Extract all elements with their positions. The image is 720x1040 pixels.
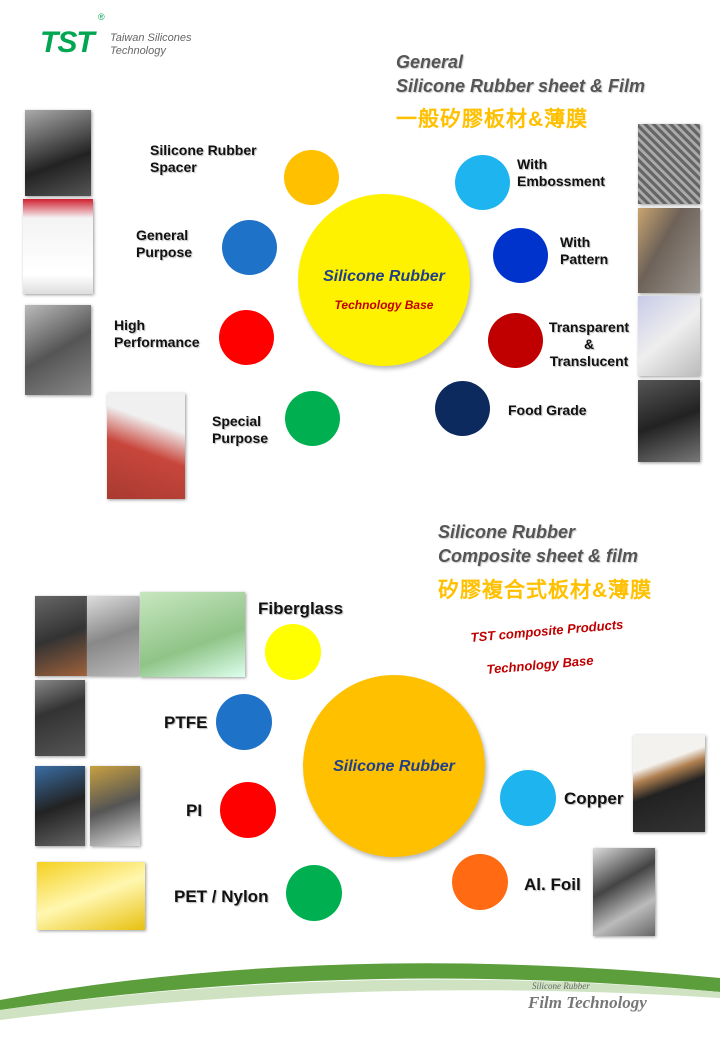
center-title-composite: Silicone Rubber [333, 758, 455, 775]
label-pi: PI [186, 801, 203, 820]
product-thumbnail-general [23, 199, 93, 294]
label-food-grade: Food Grade [508, 402, 587, 418]
center-title: Silicone Rubber [323, 268, 445, 285]
circle-food-grade [435, 381, 490, 436]
logo-mark: TST [40, 26, 95, 59]
section2-title-zh: 矽膠複合式板材&薄膜 [438, 579, 653, 602]
product-thumbnail-pi-2 [90, 766, 140, 846]
logo-registered: ® [98, 12, 105, 22]
logo-line1: Taiwan Silicones [110, 32, 192, 44]
circle-copper [500, 770, 556, 826]
product-thumbnail-spacer [25, 110, 91, 196]
composite-tag-line1: TST composite Products [470, 616, 624, 645]
logo-line2: Technology [110, 45, 166, 57]
label-al-foil: Al. Foil [524, 875, 581, 894]
product-thumbnail-al-foil [593, 848, 655, 936]
product-thumbnail-fiberglass-2 [87, 596, 139, 676]
footer-big: Film Technology [528, 993, 647, 1012]
label-high-performance: High Performance [114, 317, 200, 350]
section1-title-zh: 一般矽膠板材&薄膜 [396, 108, 589, 131]
product-thumbnail-pi-1 [35, 766, 85, 846]
circle-general [222, 220, 277, 275]
footer-swoosh [0, 963, 720, 1020]
circle-high-performance [219, 310, 274, 365]
label-fiberglass: Fiberglass [258, 599, 344, 618]
circle-ptfe [216, 694, 272, 750]
label-ptfe: PTFE [164, 713, 208, 732]
circle-spacer [284, 150, 339, 205]
label-spacer: Silicone Rubber Spacer [150, 142, 257, 175]
section2-title-line2: Composite sheet & film [438, 546, 639, 566]
label-pet-nylon: PET / Nylon [174, 887, 269, 906]
circle-pattern [493, 228, 548, 283]
circle-fiberglass [265, 624, 321, 680]
label-pattern: With Pattern [560, 234, 609, 267]
product-thumbnail-pattern [638, 208, 700, 293]
product-thumbnail-high-performance [25, 305, 91, 395]
center-circle-composite: Silicone Rubber [303, 675, 485, 857]
product-thumbnail-copper [633, 735, 705, 832]
label-general: General Purpose [136, 227, 193, 260]
label-copper: Copper [564, 789, 624, 808]
circle-pet-nylon [286, 865, 342, 921]
product-thumbnail-transparent [638, 296, 700, 376]
footer-small: Silicone Rubber [532, 981, 590, 991]
label-embossment: With Embossment [517, 156, 605, 189]
section1-title-line1: General [396, 52, 464, 72]
label-special: Special Purpose [212, 413, 269, 446]
circle-pi [220, 782, 276, 838]
section2-title: Silicone Rubber Composite sheet & film [438, 520, 638, 568]
product-thumbnail-ptfe [35, 680, 85, 756]
section2-title-line1: Silicone Rubber [438, 522, 576, 542]
product-thumbnail-embossment [638, 124, 700, 204]
center-subtitle: Technology Base [334, 298, 434, 312]
label-transparent: Transparent & Translucent [548, 319, 630, 369]
section1-title-line2: Silicone Rubber sheet & Film [396, 76, 646, 96]
product-thumbnail-fiberglass-3 [140, 592, 245, 677]
circle-embossment [455, 155, 510, 210]
product-thumbnail-special [107, 393, 185, 499]
product-thumbnail-pet-nylon [37, 862, 145, 930]
circle-transparent [488, 313, 543, 368]
circle-special [285, 391, 340, 446]
composite-tag-line2: Technology Base [486, 652, 595, 677]
circle-al-foil [452, 854, 508, 910]
product-thumbnail-fiberglass-1 [35, 596, 87, 676]
logo: TST ® Taiwan Silicones Technology [40, 12, 192, 60]
product-thumbnail-food-grade [638, 380, 700, 462]
section1-title: General Silicone Rubber sheet & Film [396, 50, 645, 98]
center-circle-technology-base: Silicone Rubber Technology Base [298, 194, 470, 366]
